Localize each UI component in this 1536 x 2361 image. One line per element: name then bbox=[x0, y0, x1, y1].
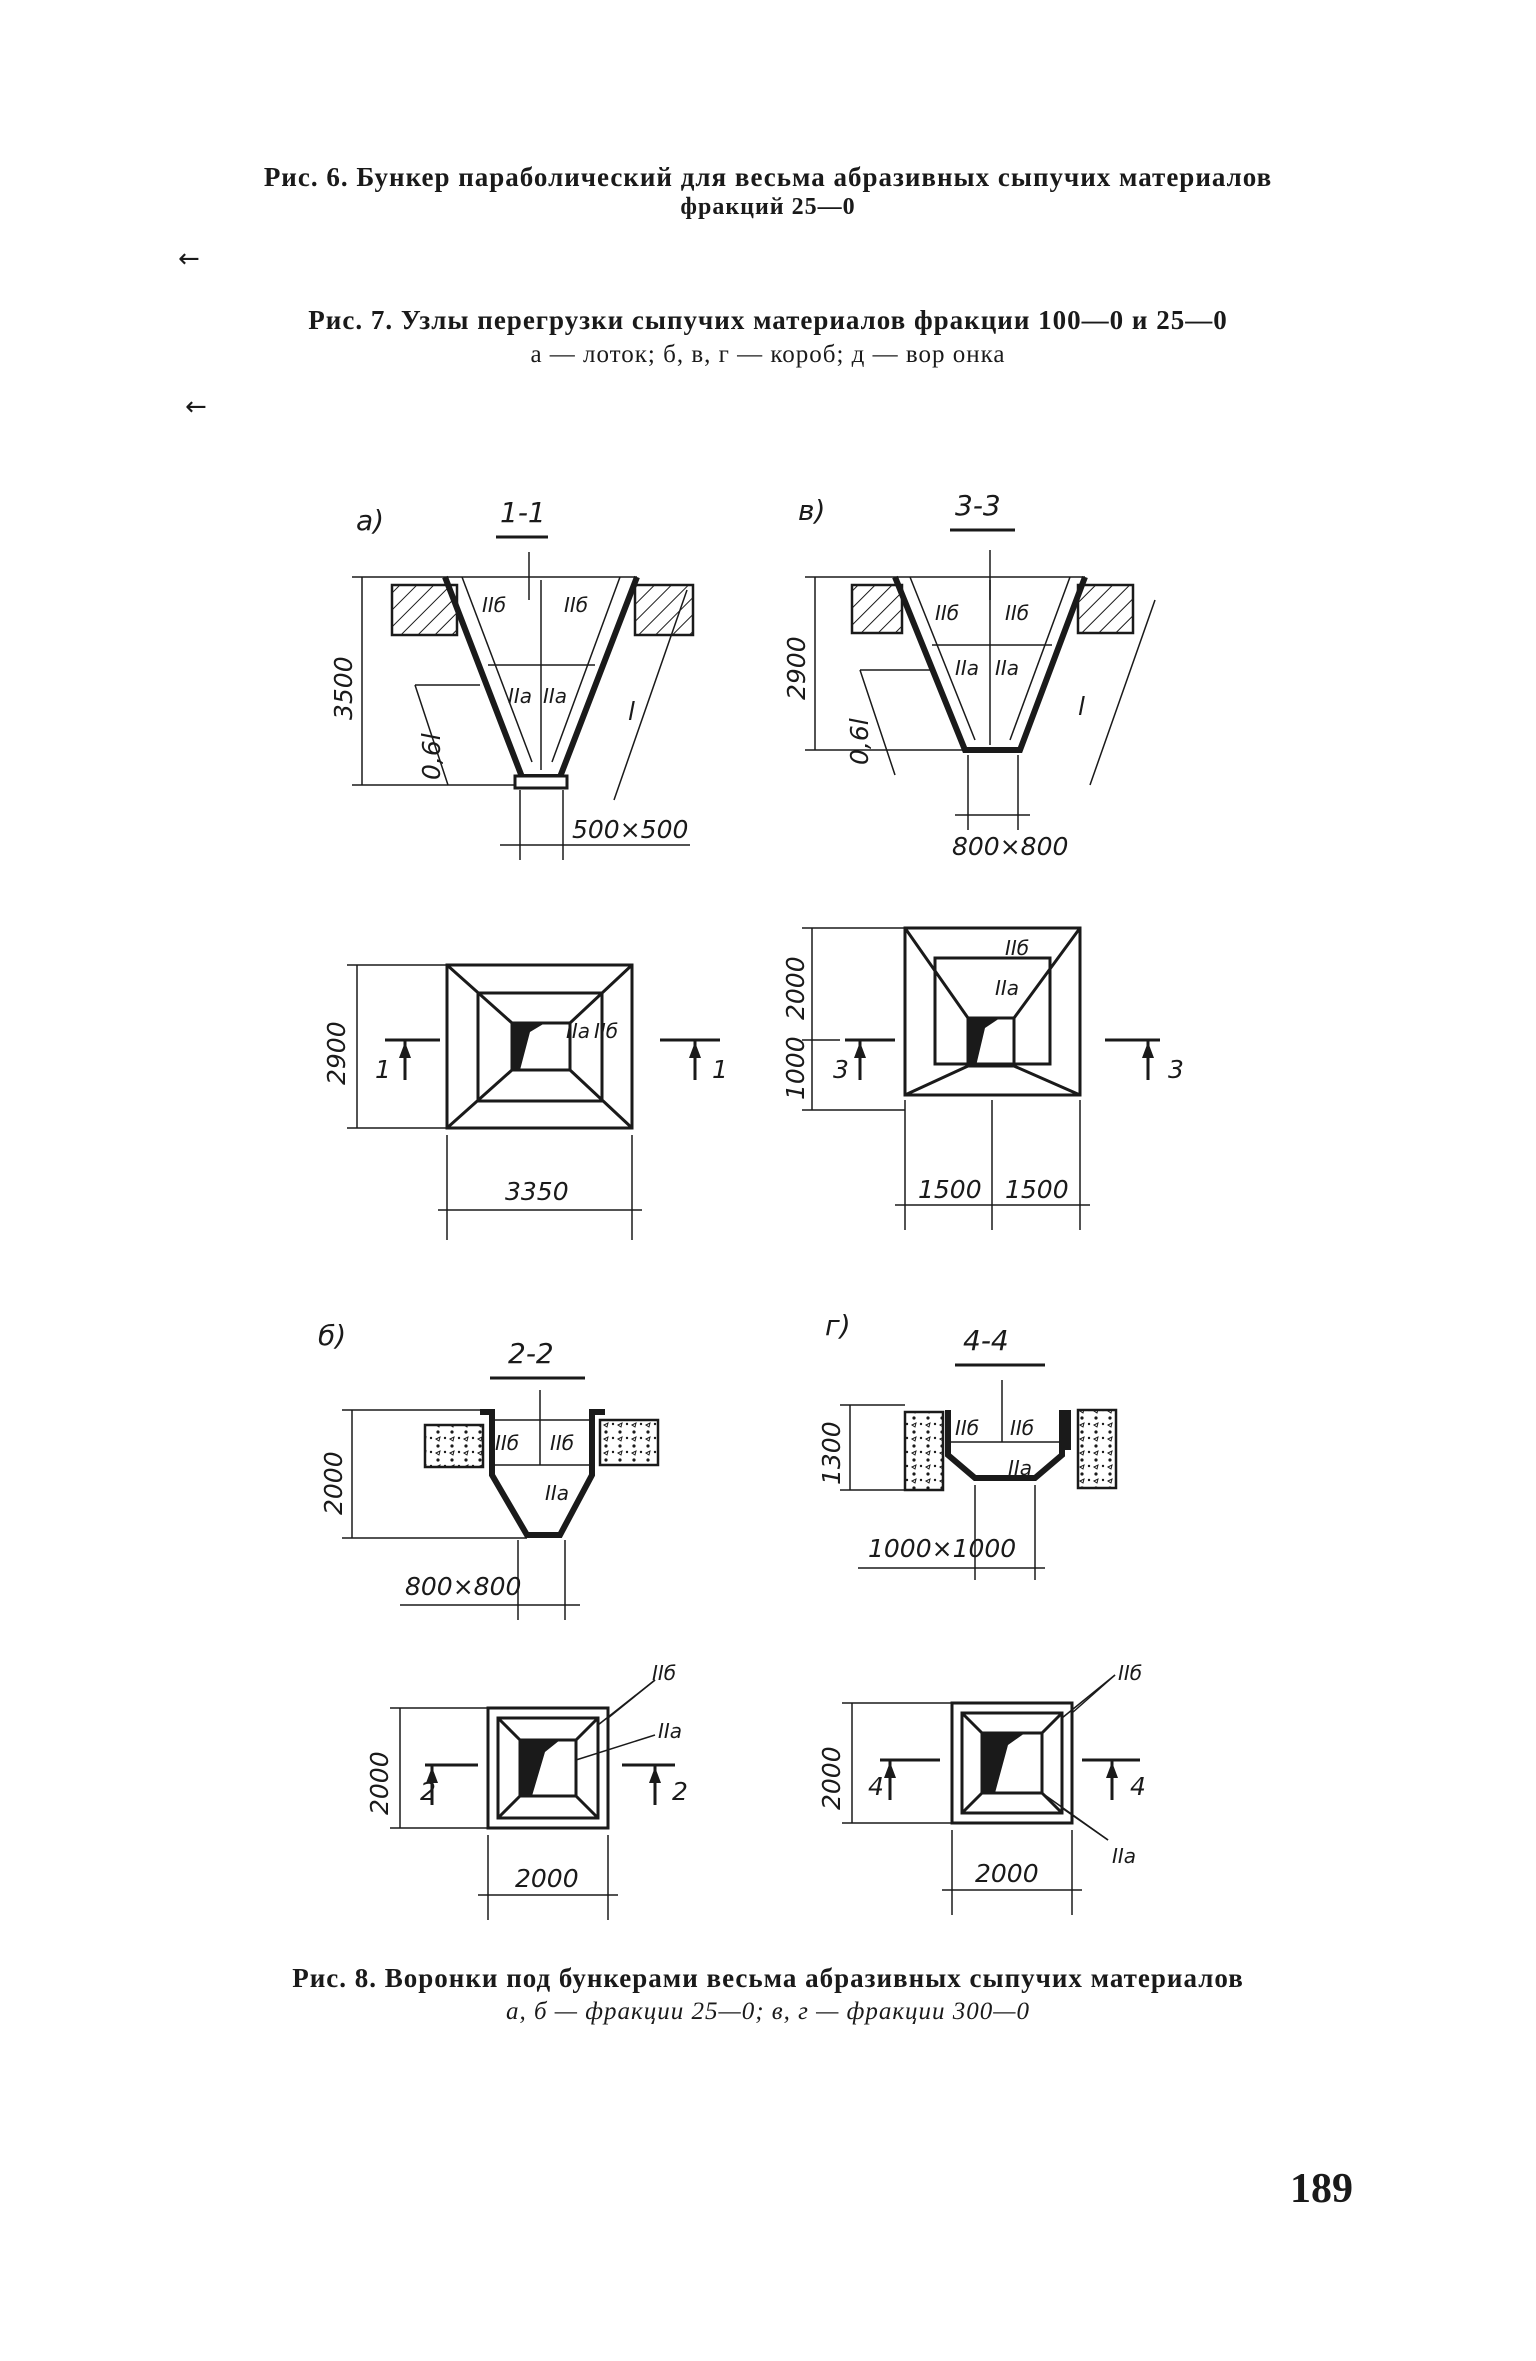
zone-b-label: IIб bbox=[1005, 936, 1029, 960]
back-arrow-icon: ← bbox=[178, 244, 200, 274]
plan-height-dim: 2900 bbox=[322, 1021, 351, 1085]
height-dim: 1300 bbox=[817, 1421, 846, 1485]
zone-a-label: IIа bbox=[508, 684, 532, 708]
cut-mark: 4 bbox=[1130, 1772, 1146, 1801]
incline-dim: 0,6l bbox=[845, 718, 874, 765]
outlet-dim: 800×800 bbox=[952, 832, 1068, 861]
wall-right bbox=[1076, 1408, 1118, 1490]
diagram-g-tag: г) bbox=[825, 1309, 851, 1342]
cut-mark: 4 bbox=[868, 1772, 884, 1801]
diagram-g-plan: IIб IIа 4 4 2000 2000 bbox=[817, 1661, 1146, 1915]
height-dim: 2000 bbox=[319, 1451, 348, 1515]
cut-mark: 2 bbox=[672, 1777, 688, 1806]
diagram-v-plan: IIб IIа 3 3 2000 1000 1500 1500 bbox=[781, 926, 1184, 1230]
zone-a-label: IIа bbox=[995, 976, 1019, 1000]
diagram-b-plan: IIб IIа 2 2 2000 2000 bbox=[365, 1661, 688, 1920]
diagram-a-plan: IIа IIб 1 1 2900 3350 bbox=[322, 963, 728, 1240]
fig6-title: Рис. 6. Бункер параболический для весьма… bbox=[263, 162, 1273, 192]
outlet-dim: 500×500 bbox=[572, 815, 688, 844]
diagram-a-tag: а) bbox=[356, 504, 384, 537]
zone-b-label: IIб bbox=[594, 1019, 618, 1043]
plan-height-top-dim: 2000 bbox=[781, 956, 810, 1020]
wall-left bbox=[903, 1410, 945, 1492]
diagram-b-section-label: 2-2 bbox=[508, 1337, 554, 1370]
zone-a-label: IIа bbox=[995, 656, 1019, 680]
fig8-subtitle: а, б — фракции 25—0; в, г — фракции 300—… bbox=[505, 1998, 1031, 2025]
zone-a-label: IIа bbox=[955, 656, 979, 680]
cut-mark: 3 bbox=[833, 1055, 849, 1084]
zone-b-label: IIб bbox=[955, 1416, 979, 1440]
wall-right bbox=[1076, 583, 1135, 635]
cut-mark: 2 bbox=[420, 1777, 436, 1806]
plan-width-left-dim: 1500 bbox=[918, 1175, 982, 1204]
plan-height-dim: 2000 bbox=[365, 1751, 394, 1815]
plan-width-dim: 2000 bbox=[515, 1864, 579, 1893]
zone-b-label: IIб bbox=[1005, 601, 1029, 625]
fig7-subtitle: а — лоток; б, в, г — короб; д — вор онка bbox=[530, 341, 1006, 368]
height-dim: 2900 bbox=[782, 636, 811, 700]
zone-b-label: IIб bbox=[495, 1431, 519, 1455]
plan-width-dim: 2000 bbox=[975, 1859, 1039, 1888]
zone-b-label: IIб bbox=[1118, 1661, 1142, 1685]
wall-left bbox=[390, 583, 459, 637]
cut-mark: 1 bbox=[375, 1055, 391, 1084]
outlet-dim: 1000×1000 bbox=[868, 1534, 1016, 1563]
zone-a-label: IIа bbox=[658, 1719, 682, 1743]
incline-dim: 0,6l bbox=[417, 733, 446, 780]
zone-a-label: IIа bbox=[543, 684, 567, 708]
side-length-dim: l bbox=[628, 697, 635, 726]
cut-mark: 3 bbox=[1168, 1055, 1184, 1084]
zone-b-label: IIб bbox=[935, 601, 959, 625]
diagram-a-section: а) 1-1 IIб IIб IIа IIа 3500 bbox=[329, 496, 695, 860]
zone-b-label: IIб bbox=[564, 593, 588, 617]
cut-mark: 1 bbox=[712, 1055, 728, 1084]
diagram-g-section: г) 4-4 IIб IIб IIа 1300 1000×1000 bbox=[817, 1309, 1118, 1580]
page-number: 189 bbox=[1290, 2166, 1353, 2212]
zone-b-label: IIб bbox=[652, 1661, 676, 1685]
diagram-b-tag: б) bbox=[318, 1319, 346, 1352]
zone-a-label: IIа bbox=[566, 1019, 590, 1043]
zone-a-label: IIа bbox=[1112, 1844, 1136, 1868]
plan-height-bottom-dim: 1000 bbox=[781, 1036, 810, 1100]
back-arrow-icon: ← bbox=[185, 392, 207, 422]
diagram-v-section: в) 3-3 IIб IIб IIа IIа 2900 0,6l bbox=[782, 489, 1156, 861]
wall-right bbox=[598, 1418, 660, 1467]
fig8-title: Рис. 8. Воронки под бункерами весьма абр… bbox=[292, 1963, 1244, 1993]
plan-width-dim: 3350 bbox=[505, 1177, 569, 1206]
zone-b-label: IIб bbox=[1010, 1416, 1034, 1440]
wall-left bbox=[850, 583, 904, 635]
zone-b-label: IIб bbox=[550, 1431, 574, 1455]
fig7-title: Рис. 7. Узлы перегрузки сыпучих материал… bbox=[308, 305, 1228, 335]
zone-a-label: IIа bbox=[545, 1481, 569, 1505]
diagram-b-section: б) 2-2 IIб IIб IIа 2000 800×800 bbox=[318, 1319, 660, 1620]
zone-b-label: IIб bbox=[482, 593, 506, 617]
outlet-dim: 800×800 bbox=[405, 1572, 521, 1601]
diagram-g-section-label: 4-4 bbox=[963, 1324, 1009, 1357]
plan-width-right-dim: 1500 bbox=[1005, 1175, 1069, 1204]
plan-height-dim: 2000 bbox=[817, 1746, 846, 1810]
height-dim: 3500 bbox=[329, 656, 358, 720]
diagram-a-section-label: 1-1 bbox=[500, 496, 546, 529]
side-length-dim: l bbox=[1078, 692, 1085, 721]
zone-a-label: IIа bbox=[1008, 1456, 1032, 1480]
fig6-subtitle: фракций 25—0 bbox=[680, 194, 856, 220]
diagram-v-tag: в) bbox=[798, 494, 825, 527]
wall-right bbox=[633, 583, 695, 637]
diagram-v-section-label: 3-3 bbox=[955, 489, 1001, 522]
wall-left bbox=[423, 1423, 485, 1469]
